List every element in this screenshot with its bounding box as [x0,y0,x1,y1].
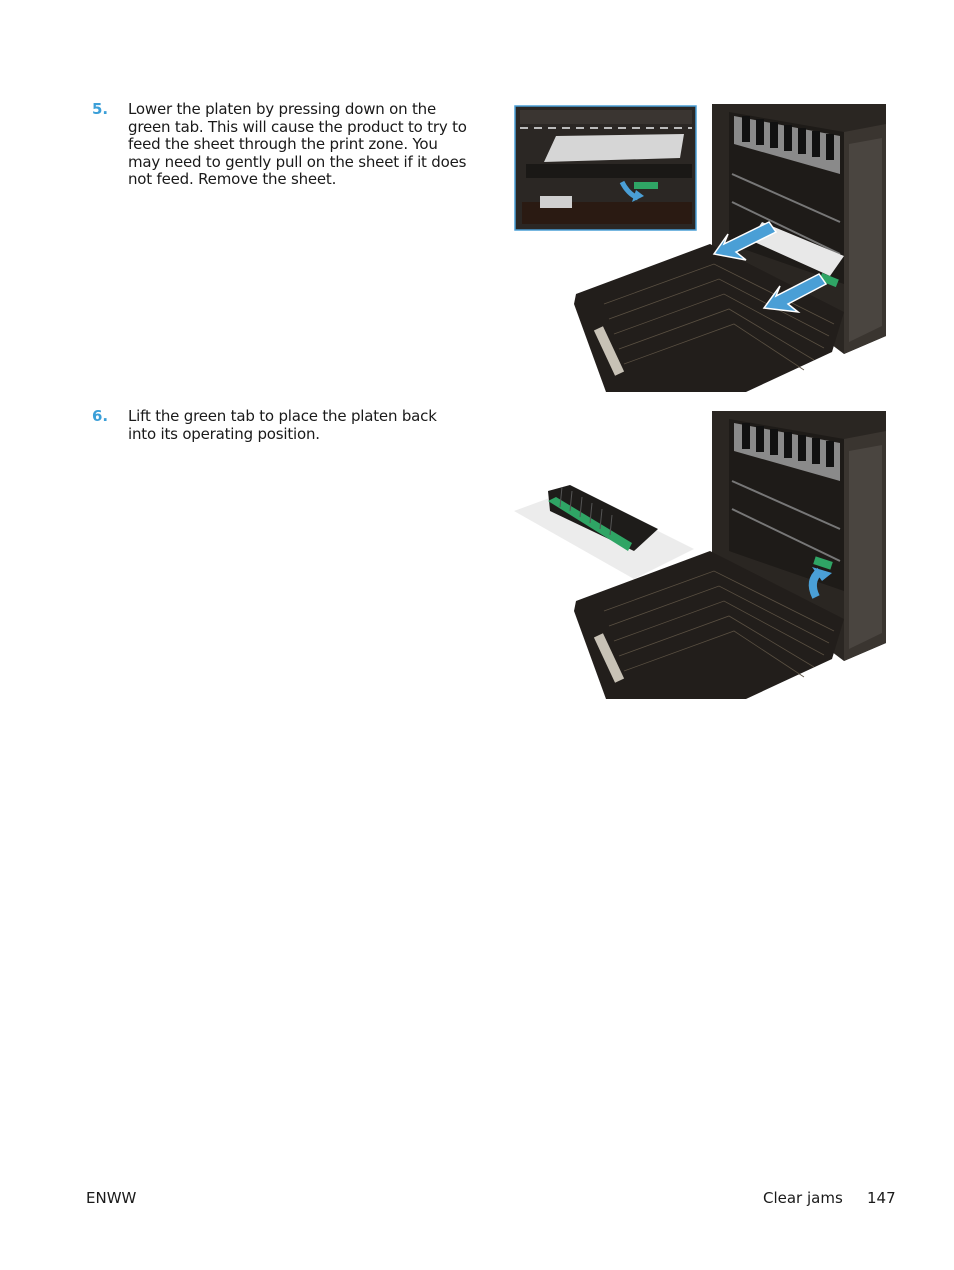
footer-section-title: Clear jams [763,1189,843,1207]
footer-page-number: 147 [867,1189,896,1207]
printer-illustration-icon [514,411,886,699]
footer-doc-code: ENWW [86,1189,137,1207]
printer-illustration-icon [514,104,886,392]
figure-step-6-printer-illustration [514,411,888,699]
figure-step-5-printer-illustration [514,104,888,392]
step-number: 6. [92,407,109,425]
step-5: 5. Lower the platen by pressing down on … [92,100,467,189]
step-text: Lift the green tab to place the platen b… [128,407,437,443]
step-text: Lower the platen by pressing down on the… [128,100,467,189]
step-6: 6. Lift the green tab to place the plate… [92,407,467,443]
step-number: 5. [92,100,109,118]
